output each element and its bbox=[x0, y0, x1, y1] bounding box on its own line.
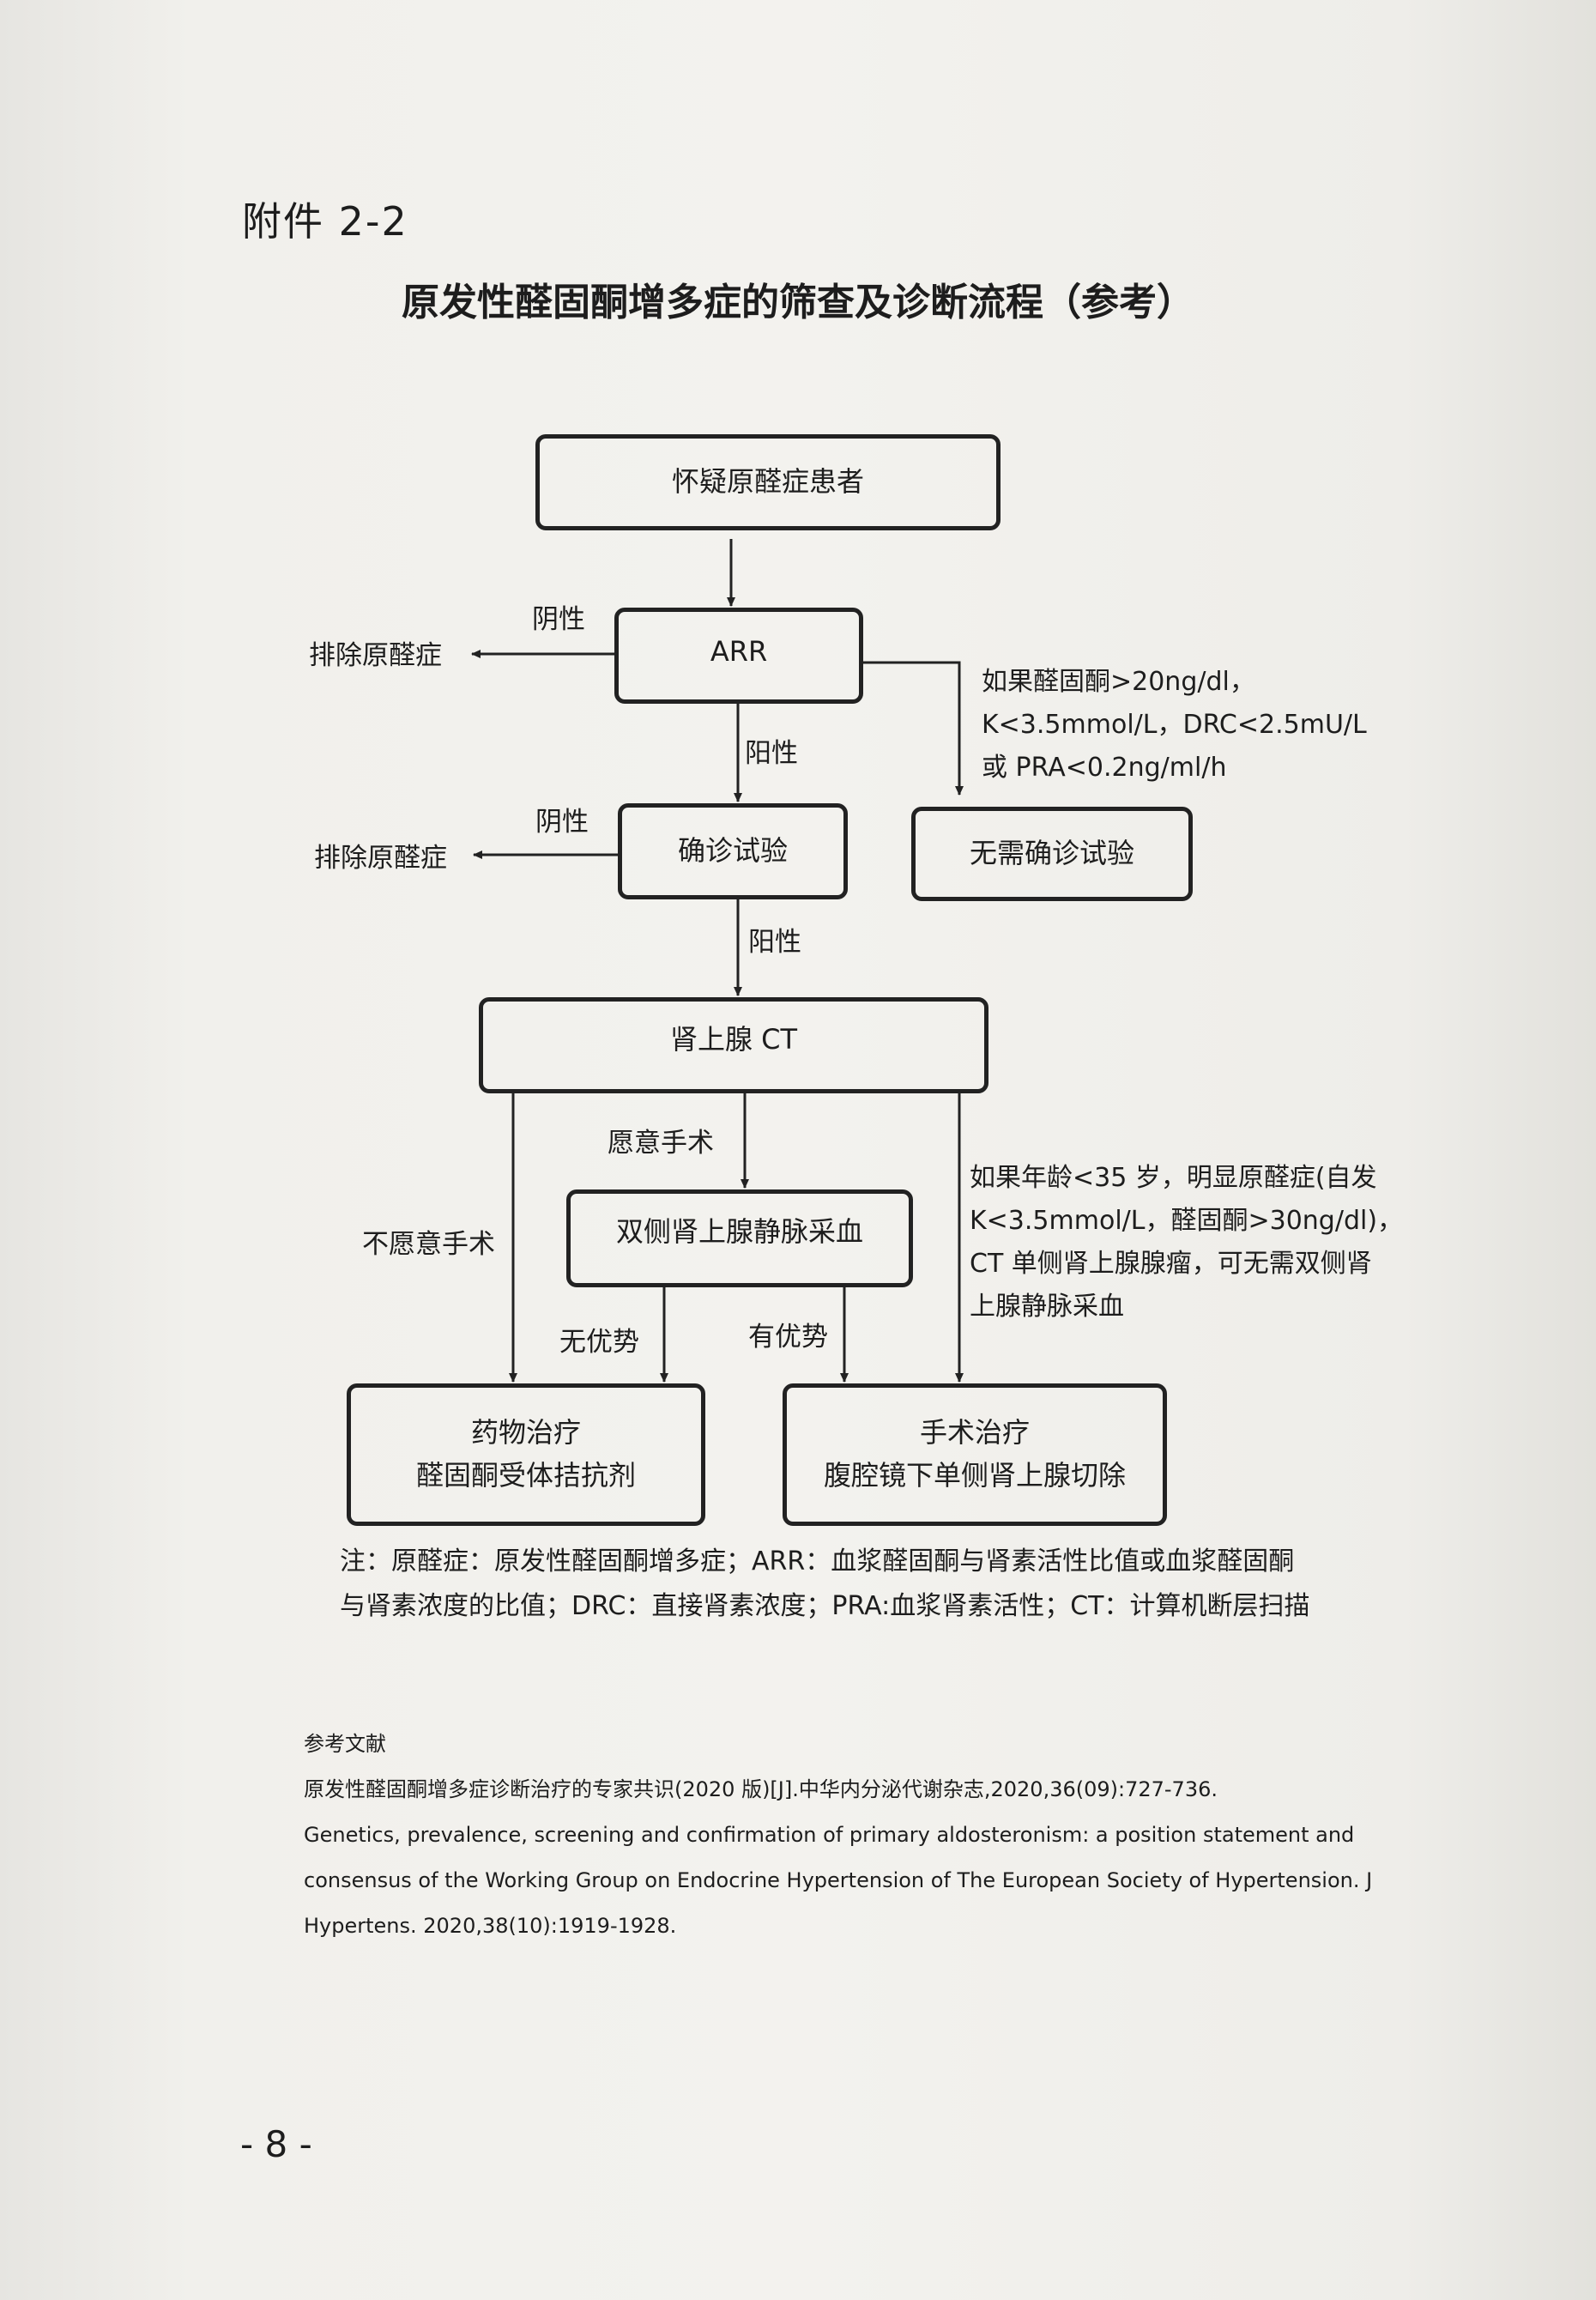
note-skip-confirmation-line: 或 PRA<0.2ng/ml/h bbox=[982, 753, 1227, 783]
node-drug-therapy: 药物治疗 醛固酮受体拮抗剂 bbox=[347, 1383, 705, 1526]
label-negative-2: 阴性 bbox=[535, 807, 589, 838]
node-adrenal-vein-sampling: 双侧肾上腺静脉采血 bbox=[566, 1189, 913, 1287]
reference-item: consensus of the Working Group on Endocr… bbox=[304, 1868, 1373, 1892]
label-has-advantage: 有优势 bbox=[748, 1322, 828, 1353]
note-skip-confirmation-line: 如果醛固酮>20ng/dl， bbox=[982, 667, 1255, 697]
node-surgical-treatment-line1: 手术治疗 bbox=[919, 1416, 1030, 1450]
label-willing-surgery: 愿意手术 bbox=[608, 1128, 714, 1159]
label-exclude-1: 排除原醛症 bbox=[309, 640, 442, 671]
footnote-line: 注：原醛症：原发性醛固酮增多症；ARR：血浆醛固酮与肾素活性比值或血浆醛固酮 bbox=[340, 1546, 1295, 1577]
label-positive-1: 阳性 bbox=[745, 738, 798, 769]
note-skip-avs-line: 如果年龄<35 岁，明显原醛症(自发 bbox=[970, 1163, 1377, 1193]
note-skip-avs-line: CT 单侧肾上腺腺瘤，可无需双侧肾 bbox=[970, 1249, 1372, 1279]
node-arr-label: ARR bbox=[710, 635, 768, 668]
node-suspected-patient: 怀疑原醛症患者 bbox=[535, 434, 1001, 530]
note-skip-confirmation-criteria: 如果醛固酮>20ng/dl， K<3.5mmol/L，DRC<2.5mU/L 或… bbox=[982, 661, 1367, 790]
node-arr: ARR bbox=[614, 608, 863, 704]
node-no-confirmation-needed: 无需确诊试验 bbox=[911, 807, 1193, 901]
footnote-line: 与肾素浓度的比值；DRC：直接肾素浓度；PRA:血浆肾素活性；CT：计算机断层扫… bbox=[340, 1591, 1310, 1621]
reference-item: Genetics, prevalence, screening and conf… bbox=[304, 1823, 1355, 1847]
node-adrenal-ct: 肾上腺 CT bbox=[479, 997, 988, 1093]
attachment-heading: 附件 2-2 bbox=[242, 198, 408, 245]
arrow-arr-to-noconfirm bbox=[861, 661, 964, 796]
page-number: - 8 - bbox=[240, 2123, 312, 2165]
node-confirmation-test-label: 确诊试验 bbox=[677, 834, 788, 868]
note-skip-avs-line: K<3.5mmol/L，醛固酮>30ng/dl)， bbox=[970, 1206, 1404, 1236]
node-no-confirmation-needed-label: 无需确诊试验 bbox=[969, 837, 1134, 870]
label-exclude-2: 排除原醛症 bbox=[314, 843, 447, 874]
node-drug-therapy-line1: 药物治疗 bbox=[470, 1416, 581, 1450]
node-adrenal-vein-sampling-label: 双侧肾上腺静脉采血 bbox=[615, 1215, 863, 1248]
node-confirmation-test: 确诊试验 bbox=[618, 803, 848, 899]
reference-item: 原发性醛固酮增多症诊断治疗的专家共识(2020 版)[J].中华内分泌代谢杂志,… bbox=[304, 1777, 1218, 1801]
node-drug-therapy-line2: 醛固酮受体拮抗剂 bbox=[415, 1459, 636, 1492]
node-suspected-patient-label: 怀疑原醛症患者 bbox=[671, 465, 864, 499]
node-surgical-treatment: 手术治疗 腹腔镜下单侧肾上腺切除 bbox=[783, 1383, 1167, 1526]
node-adrenal-ct-label: 肾上腺 CT bbox=[669, 1023, 798, 1056]
references-heading: 参考文献 bbox=[304, 1732, 386, 1756]
node-surgical-treatment-line2: 腹腔镜下单侧肾上腺切除 bbox=[823, 1459, 1126, 1492]
flowchart-title: 原发性醛固酮增多症的筛查及诊断流程（参考） bbox=[402, 281, 1194, 324]
reference-item: Hypertens. 2020,38(10):1919-1928. bbox=[304, 1914, 677, 1938]
label-unwilling-surgery: 不愿意手术 bbox=[362, 1229, 495, 1260]
abbreviation-footnote: 注：原醛症：原发性醛固酮增多症；ARR：血浆醛固酮与肾素活性比值或血浆醛固酮 与… bbox=[340, 1540, 1310, 1629]
references-section: 参考文献 原发性醛固酮增多症诊断治疗的专家共识(2020 版)[J].中华内分泌… bbox=[304, 1722, 1428, 1949]
note-skip-avs-criteria: 如果年龄<35 岁，明显原醛症(自发 K<3.5mmol/L，醛固酮>30ng/… bbox=[970, 1157, 1403, 1329]
note-skip-confirmation-line: K<3.5mmol/L，DRC<2.5mU/L bbox=[982, 710, 1367, 740]
label-negative-1: 阴性 bbox=[532, 604, 585, 635]
label-no-advantage: 无优势 bbox=[559, 1327, 639, 1358]
note-skip-avs-line: 上腺静脉采血 bbox=[970, 1292, 1124, 1322]
label-positive-2: 阳性 bbox=[748, 927, 801, 958]
